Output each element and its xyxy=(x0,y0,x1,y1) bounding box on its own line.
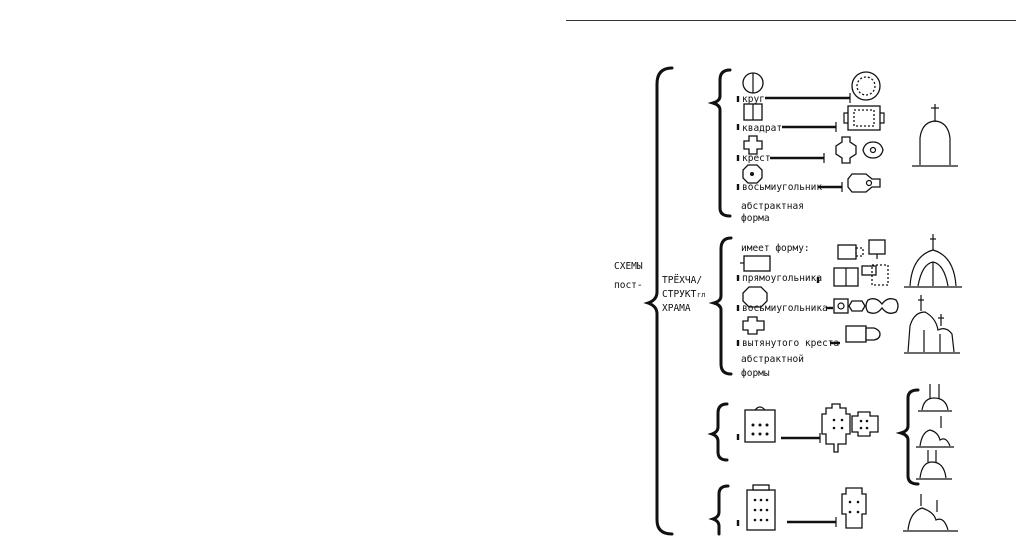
structure-label-line2-suffix: гл xyxy=(697,291,705,299)
group4-brace xyxy=(708,484,730,536)
basilica-plan-icon xyxy=(744,406,776,443)
octagonal-church-plans-icon xyxy=(833,298,899,314)
group3-brace xyxy=(707,402,729,462)
g2-header: имеет форму: xyxy=(741,243,810,254)
single-dome-church-elevation xyxy=(912,104,958,167)
cross-plan-icon xyxy=(743,135,763,155)
group1-brace xyxy=(707,68,732,218)
elongated-hall-church-plan-icon xyxy=(841,487,867,529)
cross-domed-plan-icon xyxy=(851,411,879,437)
octagon-plan-icon xyxy=(742,164,763,184)
structure-label-line2: СТРУКТ xyxy=(662,289,697,300)
cross-church-plan-icon xyxy=(835,136,884,164)
square-church-plan-icon xyxy=(843,105,885,131)
main-brace xyxy=(643,66,674,536)
octagon-church-plan-icon xyxy=(847,173,881,193)
g1-tail-line1: абстрактная xyxy=(741,201,804,212)
root-label-line1: СХЕМЫ xyxy=(614,261,643,272)
cross-church-plans-icon xyxy=(845,325,881,343)
g2-item-cross: вытянутого креста xyxy=(742,338,839,349)
round-church-plan-icon xyxy=(851,71,881,101)
elongated-basilica-plan-icon xyxy=(821,403,851,453)
circle-plan-icon xyxy=(742,72,764,94)
multi-dome-church-elevation-1 xyxy=(904,234,962,288)
g1-item-cross: крест xyxy=(742,153,771,164)
g1-item-octagon: восьмиугольник xyxy=(742,182,822,193)
square-plan-icon xyxy=(743,103,763,121)
domed-elevation-c xyxy=(916,450,952,480)
domed-elevation-b xyxy=(916,416,954,448)
top-rule xyxy=(566,20,1016,21)
g2-item-octagon: восьмиугольника xyxy=(742,303,828,314)
root-label-line2: пост- xyxy=(614,280,643,291)
structure-label-line3: ХРАМА xyxy=(662,303,691,314)
group2-brace xyxy=(708,236,733,376)
g2-item-rectangle: прямоугольника xyxy=(742,273,822,284)
domed-elevation-d xyxy=(903,494,958,532)
elongated-octagon-plan-icon xyxy=(742,286,768,308)
rectangular-church-plans-icon xyxy=(833,239,889,287)
multi-dome-church-elevation-2 xyxy=(904,295,960,354)
g1-item-square: квадрат xyxy=(742,123,782,134)
g1-item-circle: круг xyxy=(742,94,765,105)
g2-tail-line2: формы xyxy=(741,368,770,379)
domed-elevation-a xyxy=(918,384,952,412)
g2-tail-line1: абстрактной xyxy=(741,354,804,365)
elongated-cross-plan-icon xyxy=(742,316,765,335)
hall-church-plan-icon xyxy=(746,484,776,531)
rectangle-plan-icon xyxy=(740,255,771,272)
group3-right-brace xyxy=(895,388,920,486)
structure-label-line1: ТРЁХЧА/ xyxy=(662,275,702,286)
g1-tail-line2: форма xyxy=(741,213,770,224)
